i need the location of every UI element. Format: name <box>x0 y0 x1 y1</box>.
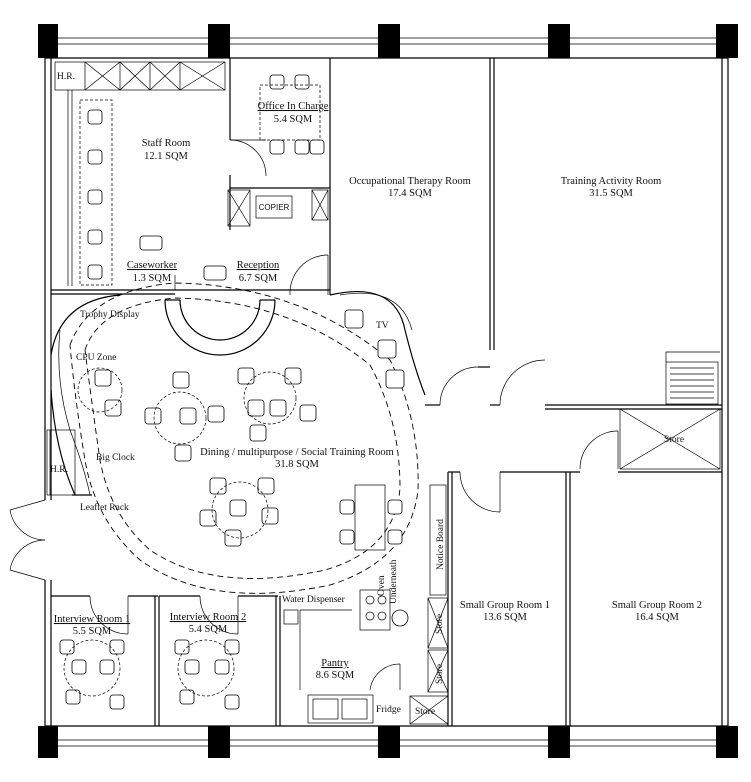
dining-room-name: Dining / multipurpose / Social Training … <box>200 447 394 458</box>
staff-room-walls <box>51 58 331 295</box>
reception-counter <box>164 254 329 356</box>
big-clock-label: Big Clock <box>96 453 135 463</box>
hose-reel-left <box>46 429 76 496</box>
small-group-2-name: Small Group Room 2 <box>612 600 702 611</box>
training-activity-area: 31.5 SQM <box>589 188 633 199</box>
small-group-1-area: 13.6 SQM <box>483 612 527 623</box>
store-main-label: Store <box>664 435 684 445</box>
structural-columns <box>38 24 738 758</box>
interview-room-2-area: 5.4 SQM <box>189 624 228 635</box>
oven-label: Oven <box>377 575 387 596</box>
fridge-label: Fridge <box>376 705 401 715</box>
caseworker-name: Caseworker <box>127 260 178 271</box>
occupational-therapy-area: 17.4 SQM <box>388 188 432 199</box>
furniture-tables <box>63 84 321 697</box>
store-2-label: Store <box>435 664 445 684</box>
pantry-name: Pantry <box>321 658 349 669</box>
interview-room-1-area: 5.5 SQM <box>73 626 112 637</box>
small-group-1-name: Small Group Room 1 <box>460 600 550 611</box>
notice-board-label: Notice Board <box>436 519 446 570</box>
small-group-walls <box>447 471 722 726</box>
dining-zone-outline <box>50 282 419 594</box>
water-dispenser-label: Water Dispenser <box>282 595 346 605</box>
hose-reel-top-label: H.R. <box>57 72 75 82</box>
cpu-zone-label: CPU Zone <box>76 353 116 363</box>
reception-area: 6.7 SQM <box>239 273 278 284</box>
training-activity-name: Training Activity Room <box>561 176 662 187</box>
upper-room-walls <box>329 58 722 410</box>
store-room <box>579 408 721 470</box>
store-3-label: Store <box>415 707 435 717</box>
dining-room-area: 31.8 SQM <box>275 459 319 470</box>
staff-room-name: Staff Room <box>142 138 191 149</box>
interview-room-1-name: Interview Room 1 <box>54 614 130 625</box>
small-group-2-area: 16.4 SQM <box>635 612 679 623</box>
entrance-doors <box>9 499 46 581</box>
interview-room-2-name: Interview Room 2 <box>170 612 246 623</box>
occupational-therapy-name: Occupational Therapy Room <box>349 176 471 187</box>
misc-labels: H.R. H.R. COPIER Trophy Display CPU Zone… <box>50 72 684 717</box>
oven-underneath-label: Underneath <box>389 559 399 604</box>
store-1-label: Store <box>435 614 445 634</box>
trophy-display-label: Trophy Display <box>80 310 140 320</box>
caseworker-area: 1.3 SQM <box>133 273 172 284</box>
office-in-charge-name: Office In Charge <box>258 101 329 112</box>
tv-label: TV <box>376 321 389 331</box>
lower-left-walls <box>51 589 409 726</box>
reception-name: Reception <box>237 260 280 271</box>
hose-reel-left-label: H.R. <box>50 465 68 475</box>
office-in-charge-area: 5.4 SQM <box>274 114 313 125</box>
pantry-area: 8.6 SQM <box>316 670 355 681</box>
leaflet-rack-label: Leaflet Rack <box>80 502 129 513</box>
copier-label: COPIER <box>259 203 290 212</box>
staff-room-area: 12.1 SQM <box>144 151 188 162</box>
room-labels: Staff Room 12.1 SQM Office In Charge 5.4… <box>54 101 702 681</box>
notice-board-area <box>409 484 449 725</box>
